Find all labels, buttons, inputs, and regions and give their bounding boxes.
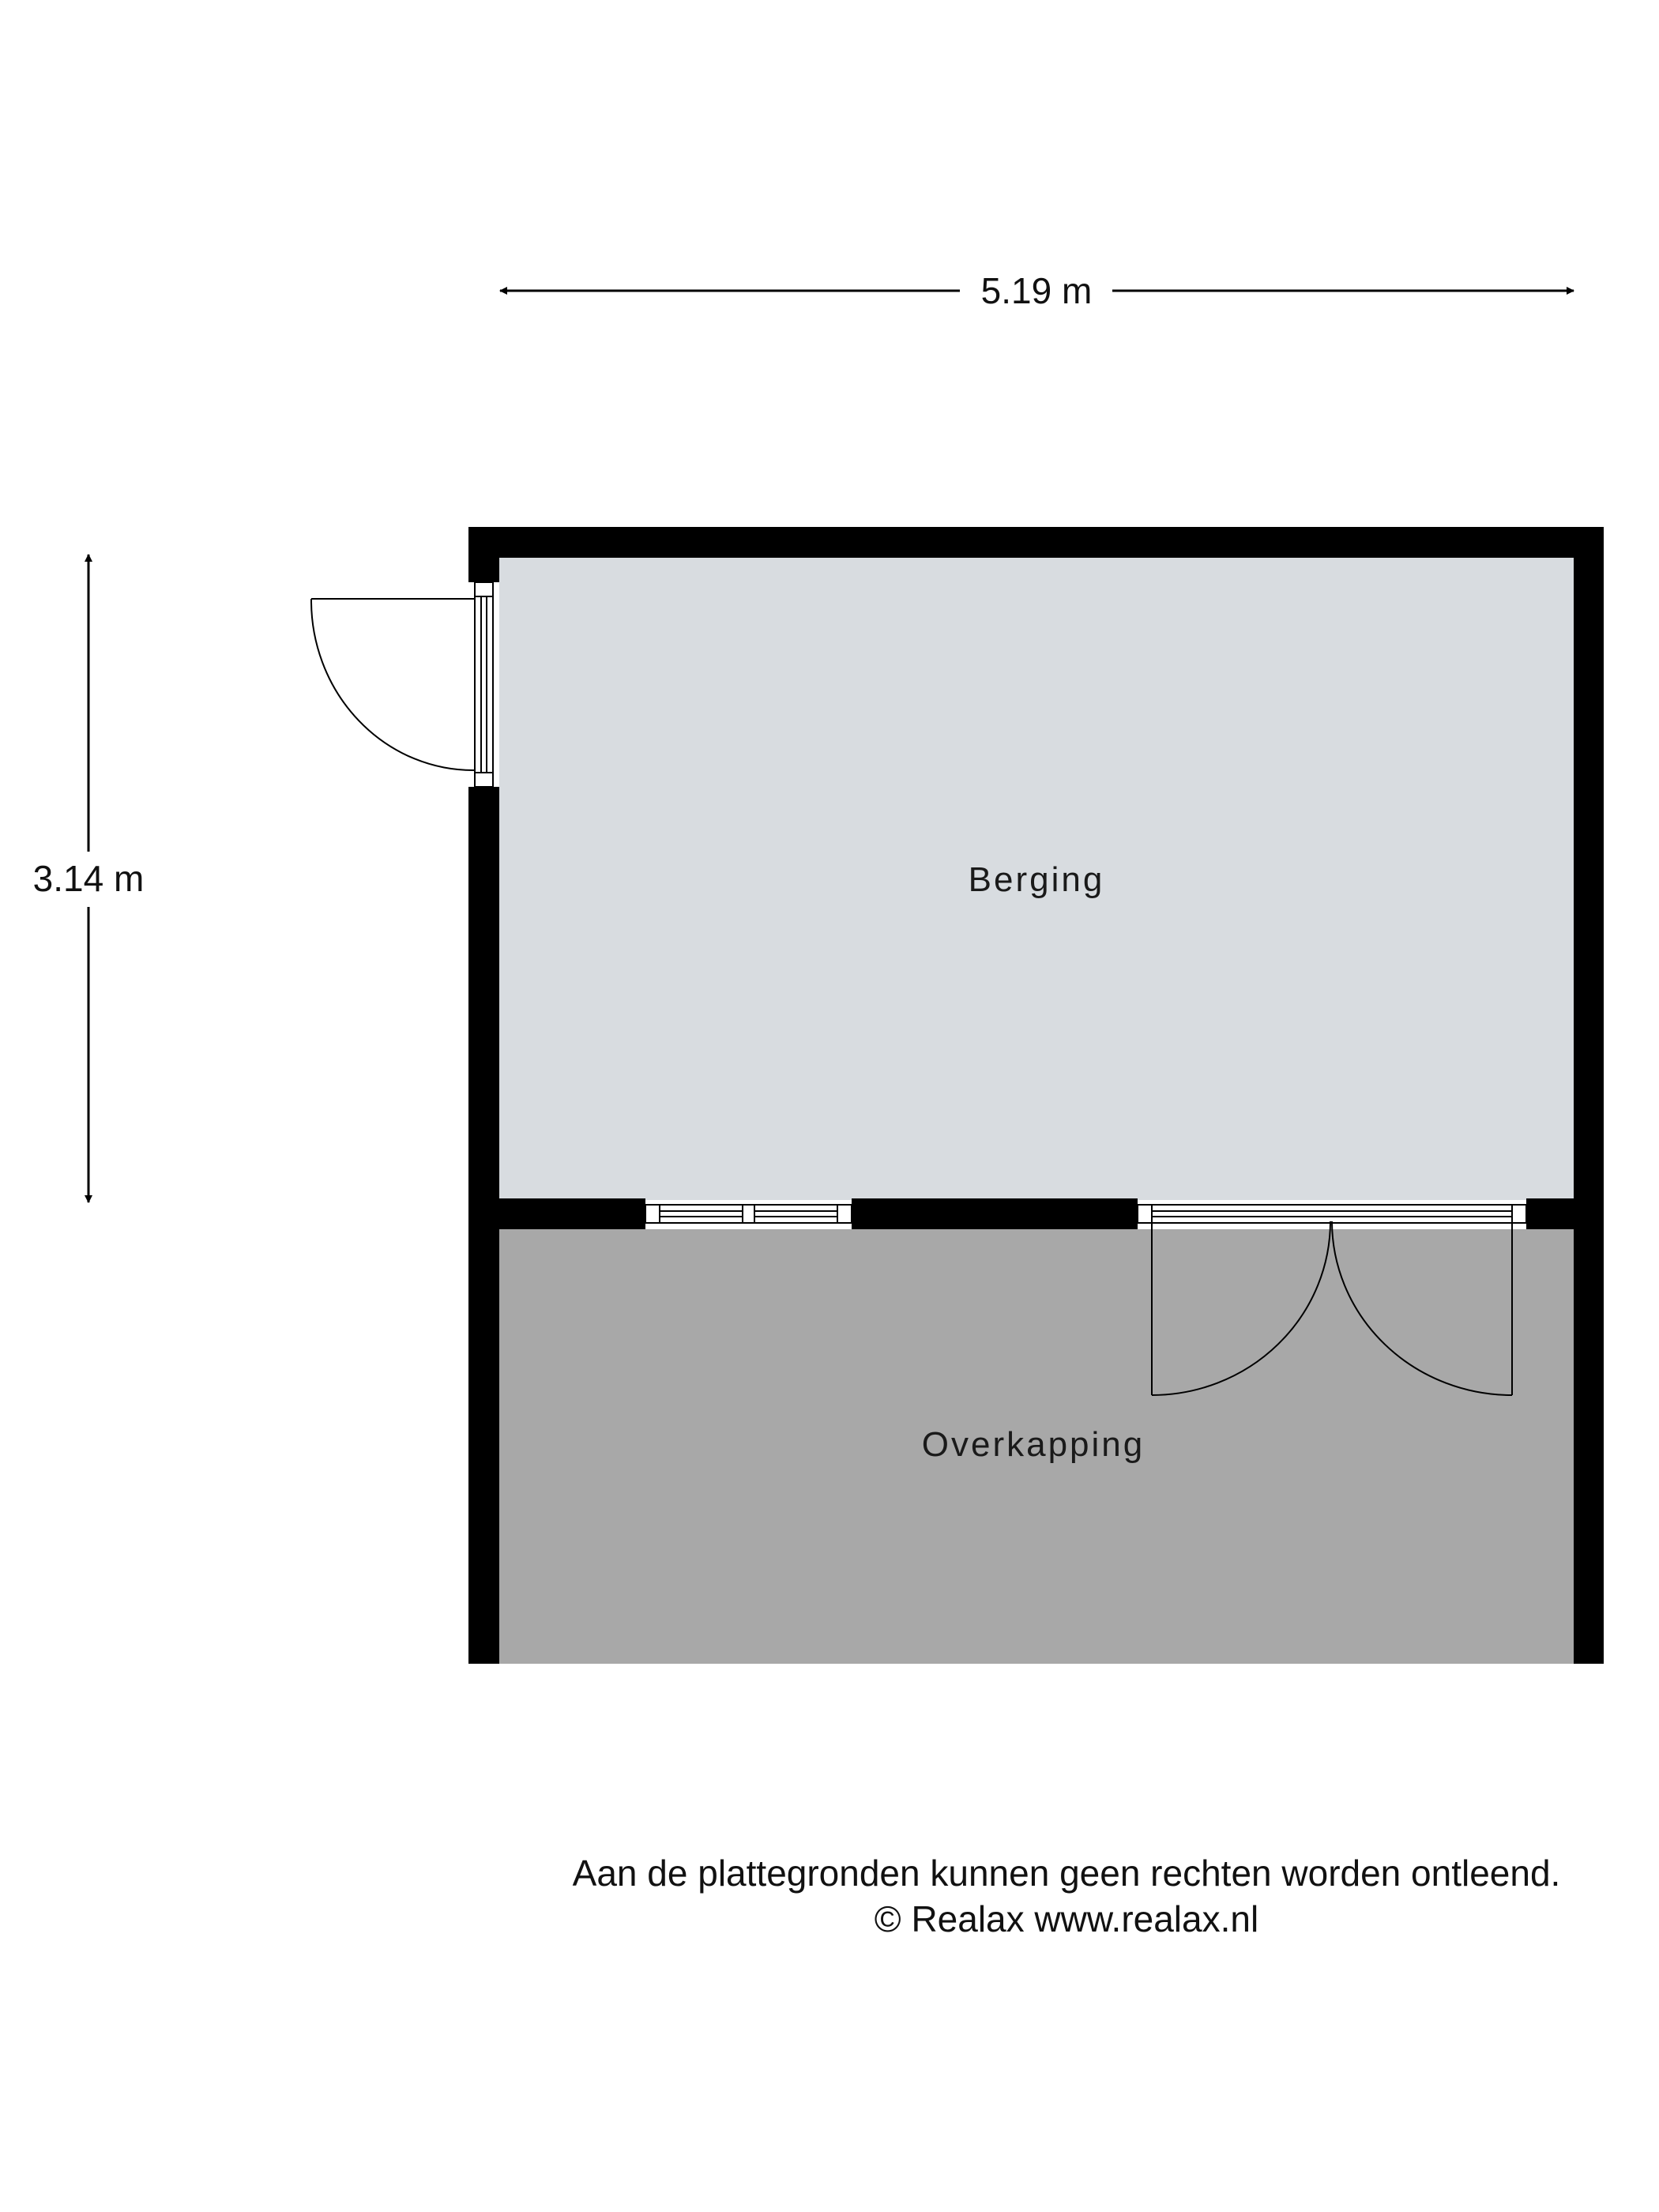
room-berging-floor (499, 558, 1574, 1200)
side-door (310, 581, 494, 788)
copyright-text: © Realax www.realax.nl (874, 1898, 1259, 1939)
room-label-berging: Berging (969, 860, 1105, 899)
wall-middle-right (1526, 1198, 1574, 1229)
wall-right (1574, 527, 1604, 1664)
wall-left-lower (468, 787, 499, 1664)
disclaimer-text: Aan de plattegronden kunnen geen rechten… (572, 1853, 1561, 1894)
width-dimension: 5.19 m (499, 270, 1574, 311)
height-dimension: 3.14 m (33, 554, 145, 1203)
room-overkapping-floor (499, 1229, 1574, 1664)
wall-left-upper (468, 527, 499, 582)
footer: Aan de plattegronden kunnen geen rechten… (474, 1850, 1659, 1942)
wall-middle-center (852, 1198, 1138, 1229)
window (645, 1204, 852, 1224)
room-label-overkapping: Overkapping (922, 1425, 1145, 1464)
double-door (1137, 1204, 1527, 1396)
walls (468, 527, 1604, 1664)
width-dimension-label: 5.19 m (981, 270, 1093, 311)
height-dimension-label: 3.14 m (33, 858, 145, 899)
wall-top (468, 527, 1604, 558)
wall-middle-left (499, 1198, 645, 1229)
